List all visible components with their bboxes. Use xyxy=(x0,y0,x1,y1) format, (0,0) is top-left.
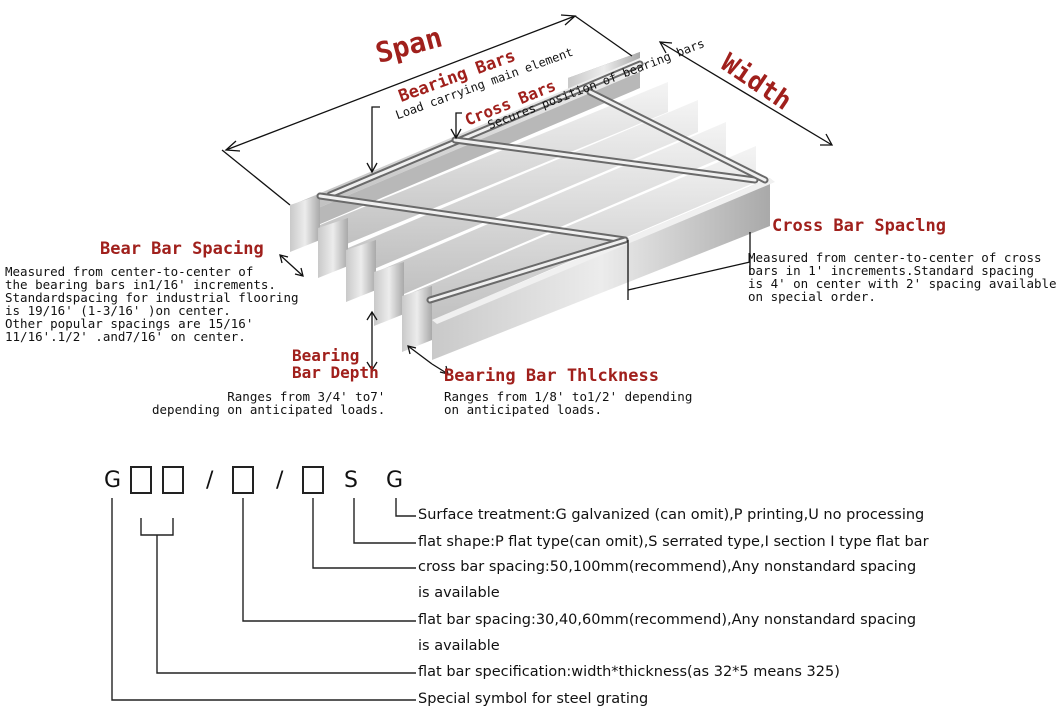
bearing-bar-end xyxy=(346,240,376,302)
width-dimension-line xyxy=(659,41,833,146)
bearing-bar-depth-description: Ranges from 3/4' to7' depending on antic… xyxy=(152,389,386,417)
bearing-bar xyxy=(376,122,726,306)
code-slash: / xyxy=(276,468,284,493)
cross-bar-spacing-label: Cross Bar Spaclng xyxy=(772,216,946,236)
bearing-bar-thickness-dimension xyxy=(407,345,433,365)
cross-bar xyxy=(453,138,757,182)
code-g-symbol: G xyxy=(104,468,122,493)
legend-cross-bar-spacing-cont: is available xyxy=(418,585,500,601)
cross-bar xyxy=(588,90,767,182)
legend-cross-bar-spacing: cross bar spacing:50,100mm(recommend),An… xyxy=(418,559,917,575)
bearing-bars-leader xyxy=(371,106,380,172)
cross-bar-spacing-description: Measured from center-to-center of cross … xyxy=(748,250,1057,304)
legend-flat-bar-specification: flat bar specification:width*thickness(a… xyxy=(418,664,840,680)
bearing-bar xyxy=(432,178,770,360)
cross-bar xyxy=(328,62,642,197)
bearing-bar-end xyxy=(402,286,432,352)
leader-special-symbol xyxy=(111,498,416,701)
leader-surface-treatment xyxy=(395,498,416,517)
bearing-bar-thickness-label: Bearing Bar Thlckness xyxy=(444,366,659,386)
bearing-bar-end xyxy=(318,218,348,278)
leader-flat-bar-bracket xyxy=(140,518,174,536)
bearing-bar-depth-label-line2: Bar Depth xyxy=(292,363,379,382)
bear-bar-spacing-dimension xyxy=(279,254,304,277)
bear-bar-spacing-description: Measured from center-to-center of the be… xyxy=(5,264,299,344)
code-s-symbol: S xyxy=(344,468,358,493)
cross-bars-leader xyxy=(455,112,462,138)
leader-flat-shape xyxy=(353,498,416,544)
legend-flat-shape: flat shape:P flat type(can omit),S serra… xyxy=(418,534,929,550)
code-box-flat-bar-spacing xyxy=(232,466,254,494)
arrowhead xyxy=(658,41,673,54)
cross-bars-group xyxy=(316,60,769,304)
legend-special-symbol: Special symbol for steel grating xyxy=(418,691,649,707)
bearing-bar xyxy=(292,72,640,236)
bearing-bar-depth-label-line1: Bearing xyxy=(292,346,360,365)
code-g-surface-symbol: G xyxy=(386,468,404,493)
leader-flat-bar-specification xyxy=(156,535,416,674)
code-box-cross-bar-spacing xyxy=(302,466,324,494)
bearing-bar-thickness-description: Ranges from 1/8' to1/2' depending on ant… xyxy=(444,389,693,417)
code-box-thickness xyxy=(162,466,184,494)
cross-bar-spacing-dimension xyxy=(627,261,751,291)
bearing-bar xyxy=(432,178,775,324)
span-dimension-line xyxy=(225,15,576,151)
legend-flat-bar-spacing-cont: is available xyxy=(418,638,500,654)
arrowhead xyxy=(820,133,834,146)
cross-bar xyxy=(428,238,627,302)
dimension-lines xyxy=(221,14,834,375)
bearing-bar-end xyxy=(374,262,404,326)
leader-cross-bar-spacing xyxy=(312,498,416,569)
steel-grating-illustration xyxy=(221,14,834,375)
code-slash: / xyxy=(206,468,214,493)
arrowhead xyxy=(224,140,241,152)
code-box-width xyxy=(130,466,152,494)
bearing-bar-end xyxy=(290,195,320,252)
bear-bar-spacing-label: Bear Bar Spacing xyxy=(100,239,264,259)
legend-flat-bar-spacing: flat bar spacing:30,40,60mm(recommend),A… xyxy=(418,612,917,628)
bearing-bar xyxy=(404,146,756,332)
leader-flat-bar-spacing xyxy=(242,498,416,622)
arrowhead xyxy=(560,14,577,26)
cross-bar xyxy=(318,194,627,242)
bearing-bar xyxy=(348,100,698,280)
legend-surface-treatment: Surface treatment:G galvanized (can omit… xyxy=(418,507,925,523)
